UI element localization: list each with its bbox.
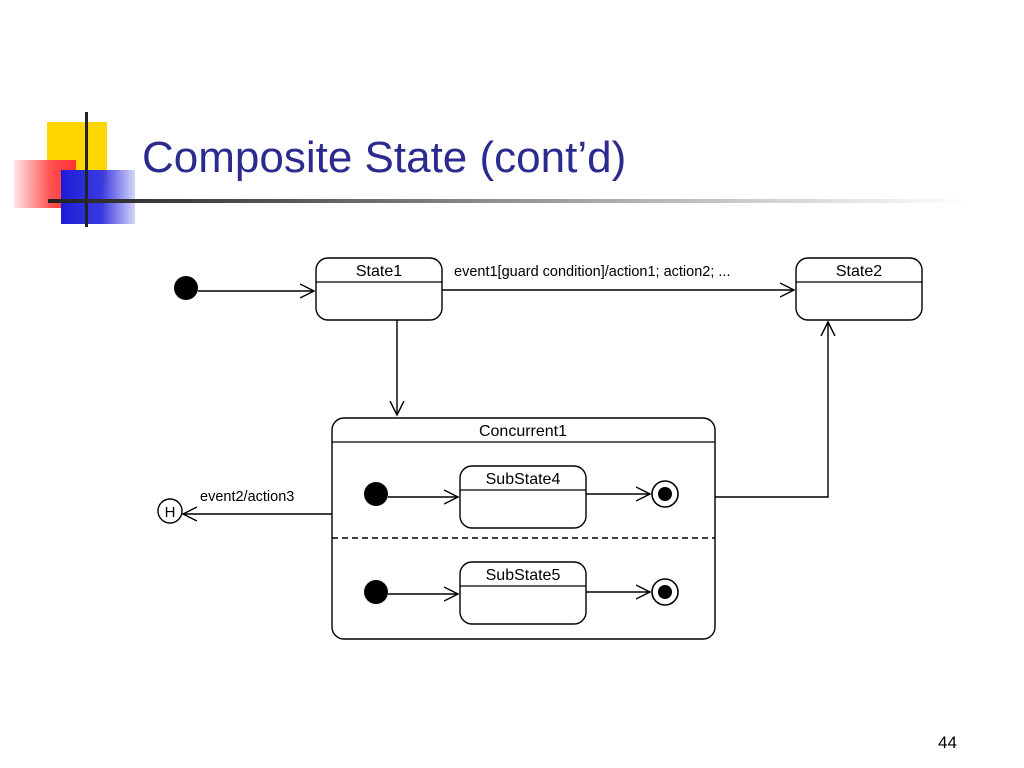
decor-vertical-line xyxy=(85,112,88,227)
region1-final-state xyxy=(651,480,679,508)
transition-label-event2: event2/action3 xyxy=(200,489,294,505)
initial-state xyxy=(174,276,198,300)
page-title: Composite State (cont’d) xyxy=(142,133,627,182)
history-state: H xyxy=(157,498,183,524)
transition-label-event1: event1[guard condition]/action1; action2… xyxy=(454,264,731,280)
history-label: H xyxy=(165,504,176,521)
decor-blue-square xyxy=(61,170,135,224)
region2-final-state xyxy=(651,578,679,606)
state1-label: State1 xyxy=(356,263,402,280)
concurrent1-label: Concurrent1 xyxy=(479,423,567,440)
region2-initial-state xyxy=(364,580,388,604)
substate5-label: SubState5 xyxy=(486,567,561,584)
transition-concurrent-to-state2 xyxy=(715,322,828,498)
state2-box: State2 xyxy=(795,257,923,321)
state1-box: State1 xyxy=(315,257,443,321)
substate5-box: SubState5 xyxy=(459,561,587,625)
substate4-box: SubState4 xyxy=(459,465,587,529)
substate4-label: SubState4 xyxy=(486,471,561,488)
title-underline xyxy=(48,199,968,203)
region1-initial-state xyxy=(364,482,388,506)
state2-label: State2 xyxy=(836,263,882,280)
slide-number: 44 xyxy=(938,733,957,752)
